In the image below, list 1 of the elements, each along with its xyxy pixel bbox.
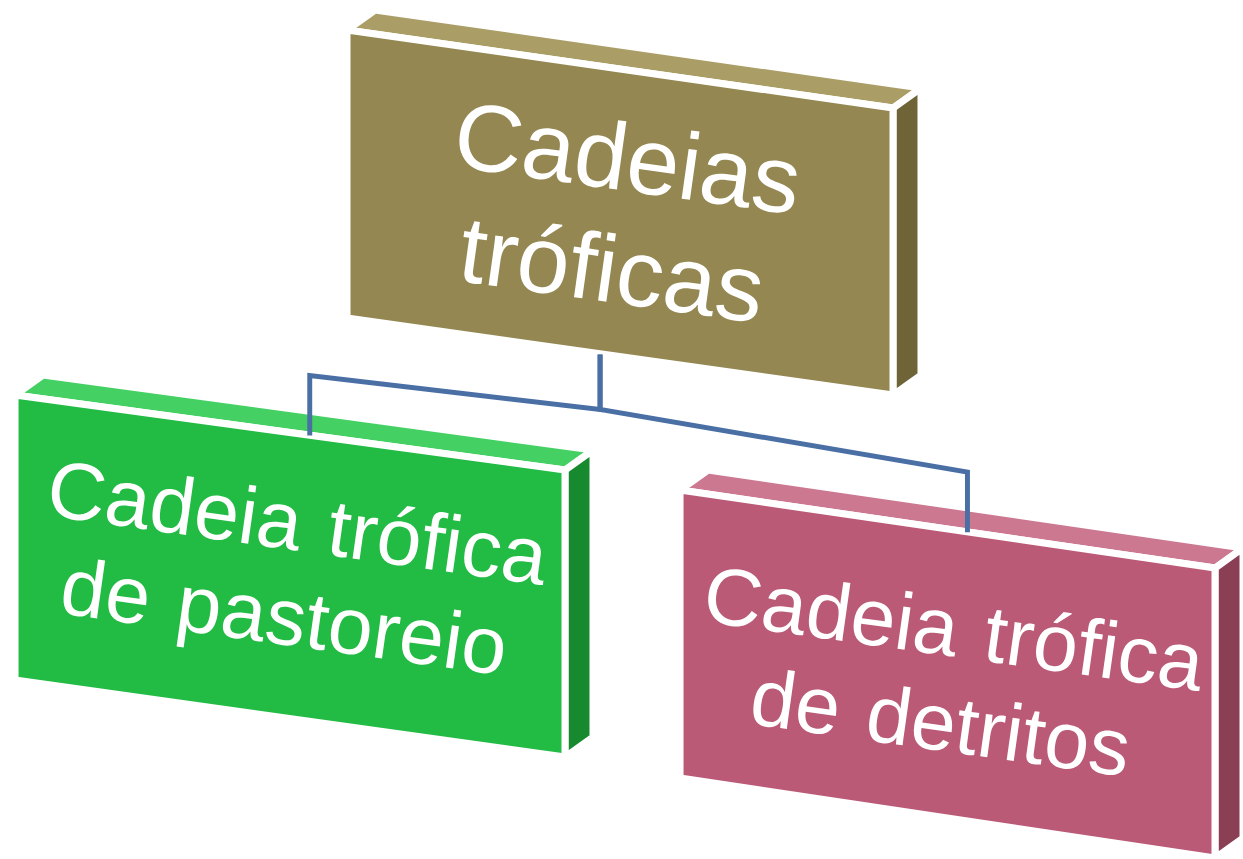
box-3d: Cadeia trófica de detritos: [676, 466, 1243, 859]
